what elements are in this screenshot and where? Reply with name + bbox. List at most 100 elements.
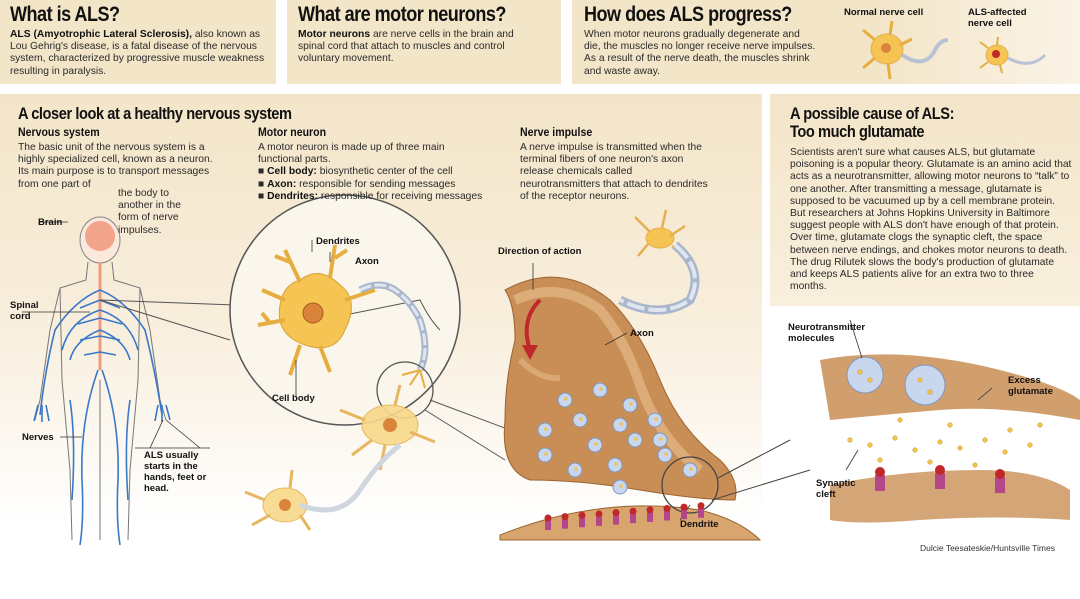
receptor-head-icon <box>595 510 603 518</box>
receptor-icon <box>596 515 602 526</box>
neurotransmitter-dot <box>619 484 623 488</box>
axon-terminal-illustration <box>499 263 811 541</box>
synapse-glutamate-illustration <box>820 319 1080 523</box>
brain-label: Brain <box>38 217 63 228</box>
motor-neuron-magnified-illustration <box>229 194 461 426</box>
what-is-als-panel <box>0 0 276 84</box>
receptor-icon <box>630 513 636 524</box>
motor-neuron-part-axon: ■ Axon: responsible for sending messages <box>258 178 456 190</box>
receptor-icon <box>681 509 687 520</box>
receptor-head-icon <box>646 506 654 514</box>
normal-nerve-cell-label: Normal nerve cell <box>844 7 924 18</box>
glutamate-dot <box>937 439 943 445</box>
cell-body-label: Cell body <box>272 393 315 404</box>
receptor-icon <box>579 517 585 528</box>
normal-nerve-cell-icon <box>862 20 949 80</box>
motor-neuron-part-cell-body: ■ Cell body: biosynthetic center of the … <box>258 166 453 178</box>
axon-terminal-label: Axon <box>630 328 654 339</box>
receptor-icon <box>698 507 704 518</box>
glutamate-dot <box>1027 442 1033 448</box>
receptor-head-icon <box>875 467 885 477</box>
receptor-head-icon <box>561 513 569 521</box>
receptor-head-icon <box>663 504 671 512</box>
receptor-head-icon <box>995 469 1005 479</box>
neurotransmitter-dot <box>634 437 638 441</box>
cause-title-line-2: Too much glutamate <box>790 122 925 141</box>
synaptic-cleft-label: Synaptic cleft <box>816 478 856 500</box>
axon-label: Axon <box>355 256 379 267</box>
motor-neuron-intro: A motor neuron is made up of three main … <box>258 142 445 166</box>
cause-text: Scientists aren't sure what causes ALS, … <box>790 147 1072 293</box>
receptor-icon <box>613 514 619 525</box>
neurotransmitter-dot <box>574 467 578 471</box>
nerve-impulse-heading: Nerve impulse <box>520 125 593 139</box>
excess-glutamate-label: Excess glutamate <box>1008 375 1053 397</box>
als-progress-title: How does ALS progress? <box>584 3 792 26</box>
neurotransmitter-dot <box>599 387 603 391</box>
neurotransmitter-dot <box>659 437 663 441</box>
neurotransmitter-dot <box>594 442 598 446</box>
motor-neuron-part-dendrites: ■ Dendrites: responsible for receiving m… <box>258 190 483 202</box>
direction-of-action-label: Direction of action <box>498 246 582 257</box>
receptor-icon <box>875 475 885 491</box>
neurotransmitter-dot <box>544 427 548 431</box>
neurotransmitter-dot <box>654 417 658 421</box>
neurotransmitter-dot <box>664 452 668 456</box>
receptor-icon <box>664 510 670 521</box>
neurotransmitter-dot <box>689 467 693 471</box>
neurotransmitter-dot <box>619 422 623 426</box>
glutamate-dot <box>927 459 933 465</box>
als-affected-nerve-cell-icon <box>979 36 1047 74</box>
receptor-head-icon <box>578 511 586 519</box>
glutamate-dot <box>927 389 933 395</box>
nervous-system-text-continued: the body to another in the form of nerve… <box>118 188 181 236</box>
glutamate-dot <box>1007 427 1013 433</box>
motor-neurons-text: Motor neurons are nerve cells in the bra… <box>298 29 514 65</box>
vesicles <box>537 382 698 495</box>
glutamate-dot <box>917 377 923 383</box>
motor-neuron-heading: Motor neuron <box>258 125 327 139</box>
als-progress-text: When motor neurons gradually degenerate … <box>584 29 816 77</box>
credit-line: Dulcie Teesateskie/Huntsville Times <box>920 543 1055 553</box>
glutamate-dot <box>947 422 953 428</box>
als-starts-label: ALS usually starts in the hands, feet or… <box>144 450 207 494</box>
what-is-als-text: ALS (Amyotrophic Lateral Sclerosis), als… <box>10 29 265 77</box>
neurotransmitter-label: Neurotransmitter molecules <box>788 322 866 344</box>
receptor-head-icon <box>612 509 620 517</box>
glutamate-dot <box>1002 449 1008 455</box>
glutamate-dot <box>897 417 903 423</box>
receptor-head-icon <box>935 465 945 475</box>
glutamate-dot <box>877 457 883 463</box>
spinal-cord-label: Spinal cord <box>10 300 39 322</box>
glutamate-dot <box>972 462 978 468</box>
receptor-head-icon <box>697 502 705 510</box>
receptor-icon <box>995 477 1005 493</box>
dendrites-label: Dendrites <box>316 236 360 247</box>
neurotransmitter-dot <box>544 452 548 456</box>
neurotransmitter-dot <box>564 397 568 401</box>
receptor-icon <box>935 473 945 489</box>
glutamate-dot <box>847 437 853 443</box>
nervous-system-heading: Nervous system <box>18 125 100 139</box>
als-progress-panel <box>572 0 1080 84</box>
neurotransmitter-dot <box>629 402 633 406</box>
receptor-head-icon <box>544 514 552 522</box>
neurotransmitter-dot <box>614 462 618 466</box>
dendrite-label: Dendrite <box>680 519 719 530</box>
glutamate-dot <box>867 377 873 383</box>
cause-title-line-1: A possible cause of ALS: <box>790 104 955 123</box>
nerve-impulse-text: A nerve impulse is transmitted when the … <box>520 142 708 202</box>
glutamate-dot <box>982 437 988 443</box>
glutamate-dot <box>867 442 873 448</box>
glutamate-dot <box>857 369 863 375</box>
glutamate-dot <box>1037 422 1043 428</box>
glutamate-dots <box>847 369 1043 493</box>
human-nervous-system-illustration <box>33 216 171 546</box>
receptors <box>544 502 705 530</box>
nerves-label: Nerves <box>22 432 54 443</box>
receptor-icon <box>562 518 568 529</box>
receptor-head-icon <box>629 507 637 515</box>
glutamate-dot <box>892 435 898 441</box>
als-affected-label: ALS-affected nerve cell <box>968 7 1027 29</box>
receptor-icon <box>545 520 551 530</box>
